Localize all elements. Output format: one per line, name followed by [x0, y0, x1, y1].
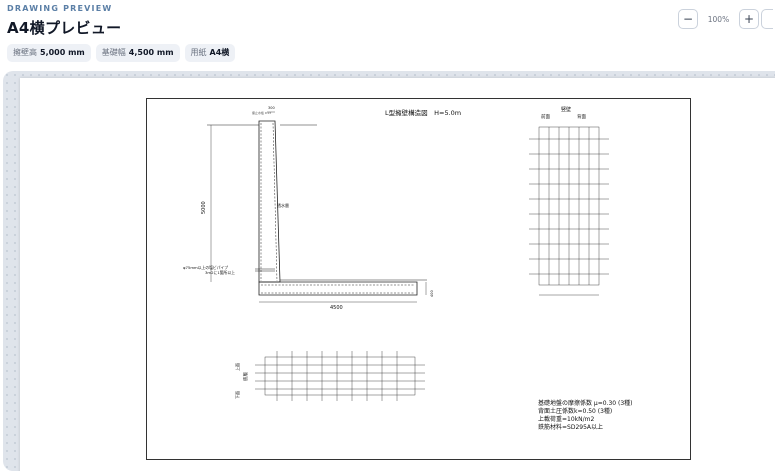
dim-base: 400 [430, 290, 434, 297]
note-line-3: 上載荷重=10kN/m2 [538, 415, 594, 423]
plan-side: 下面 [235, 391, 240, 399]
dim-width: 4500 [330, 305, 343, 311]
spec-label: 用紙 [190, 48, 207, 57]
dim-height: 5000 [201, 201, 207, 214]
zoom-in-button[interactable]: + [739, 9, 759, 29]
drawing-svg: L型擁壁構造図 H=5.0m 擁止水板 D13 [183, 106, 633, 431]
dim-top: 300 [268, 106, 275, 110]
drawing-sheet: L型擁壁構造図 H=5.0m 擁止水板 D13 [146, 98, 691, 460]
note-line-4: 鉄筋材料=SD295A以上 [538, 423, 603, 431]
pipe-note-2: 3m2に1箇所以上 [205, 270, 235, 275]
drain-note: 透水層 [277, 202, 289, 208]
page-title: A4横プレビュー [7, 19, 122, 37]
drawing-note: 擁止水板 D13 [252, 110, 271, 115]
zoom-fit-button[interactable] [761, 9, 773, 29]
side-back: 背面 [577, 113, 586, 120]
plan-top: 上面 [234, 363, 240, 371]
spec-label: 擁壁高 [13, 48, 37, 57]
zoom-level: 100% [707, 14, 730, 24]
side-front: 前面 [541, 113, 550, 120]
note-line-2: 背面土圧係数k=0.50 (3種) [538, 407, 612, 415]
spec-label: 基礎幅 [101, 48, 126, 57]
note-line-1: 基礎地盤の摩擦係数 μ=0.30 (3種) [538, 399, 633, 407]
paper-page: L型擁壁構造図 H=5.0m 擁止水板 D13 [20, 78, 775, 471]
spec-value: 4,500 mm [128, 48, 174, 57]
spec-value: 5,000 mm [40, 48, 85, 57]
zoom-controls: − 100% + [678, 9, 773, 29]
plan-rebar-grid [255, 351, 425, 401]
eyebrow-label: DRAWING PREVIEW [7, 4, 113, 13]
spec-value: A4横 [209, 48, 230, 57]
pipe-note: φ75mm以上の塩ビパイプ [183, 265, 228, 270]
zoom-out-button[interactable]: − [678, 9, 698, 29]
side-rebar-grid [529, 126, 609, 296]
plan-label: 底版 [242, 372, 249, 381]
drawing-title: L型擁壁構造図 H=5.0m [385, 108, 461, 117]
preview-canvas[interactable]: L型擁壁構造図 H=5.0m 擁止水板 D13 [3, 71, 775, 471]
wall-section [207, 111, 427, 303]
side-label: 竪壁 [561, 106, 571, 113]
